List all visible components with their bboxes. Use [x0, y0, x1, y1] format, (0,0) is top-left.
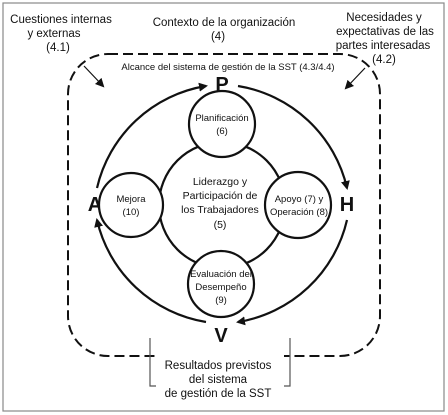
intended-results-label: Resultados previstos del sistema de gest…: [165, 360, 272, 400]
arrow-check-to-act: [94, 218, 207, 324]
svg-text:Contexto de la organización: Contexto de la organización: [153, 17, 296, 29]
interested-parties-label: Necesidades y expectativas de las partes…: [336, 12, 434, 66]
planning-label: Planificación (6): [195, 113, 248, 137]
svg-text:y externas: y externas: [27, 28, 80, 40]
scope-label: Alcance del sistema de gestión de la SST…: [121, 62, 334, 73]
svg-text:Desempeño: Desempeño: [195, 282, 246, 293]
pdca-letter-h: H: [340, 194, 354, 216]
results-label-bg: [156, 354, 284, 400]
arrow-do-to-check: [236, 219, 349, 326]
svg-text:Necesidades y: Necesidades y: [346, 12, 422, 24]
arrow-act-to-plan: [95, 82, 208, 189]
organization-context-label: Contexto de la organización (4): [153, 17, 296, 43]
svg-text:Mejora: Mejora: [116, 194, 146, 205]
support-operation-label: Apoyo (7) y Operación (8): [270, 194, 328, 218]
svg-text:expectativas de las: expectativas de las: [336, 26, 434, 38]
arrow-interested-parties: [344, 67, 366, 90]
svg-text:Liderazgo y: Liderazgo y: [193, 176, 248, 188]
svg-text:(4): (4): [211, 31, 225, 43]
arrow-plan-to-do: [237, 84, 350, 190]
improvement-label: Mejora (10): [116, 194, 146, 218]
svg-text:(4.2): (4.2): [372, 54, 396, 66]
svg-text:(10): (10): [123, 207, 140, 218]
external-issues-label: Cuestiones internas y externas (4.1): [10, 14, 112, 54]
svg-text:Resultados previstos: Resultados previstos: [165, 360, 272, 372]
evaluation-circle: [186, 249, 256, 319]
improvement-circle: [97, 171, 165, 239]
svg-text:Evaluación del: Evaluación del: [190, 269, 252, 280]
evaluation-label: Evaluación del Desempeño (9): [190, 269, 252, 306]
svg-text:Cuestiones internas: Cuestiones internas: [10, 14, 112, 26]
svg-text:Apoyo (7) y: Apoyo (7) y: [275, 194, 324, 205]
svg-text:(6): (6): [216, 126, 228, 137]
svg-text:los Trabajadores: los Trabajadores: [181, 204, 259, 216]
svg-text:Planificación: Planificación: [195, 113, 248, 124]
svg-text:del sistema: del sistema: [189, 374, 248, 386]
svg-text:Participación de: Participación de: [183, 190, 258, 202]
svg-text:de gestión de la SST: de gestión de la SST: [165, 388, 272, 400]
svg-text:(9): (9): [215, 295, 227, 306]
svg-text:(4.1): (4.1): [46, 42, 70, 54]
support-operation-circle: [263, 170, 333, 240]
planning-circle: [187, 89, 257, 159]
svg-text:partes interesadas: partes interesadas: [336, 40, 431, 52]
pdca-letter-v: V: [214, 325, 228, 347]
leadership-label: Liderazgo y Participación de los Trabaja…: [181, 176, 259, 231]
svg-text:Operación (8): Operación (8): [270, 207, 328, 218]
arrow-external-issues: [83, 65, 105, 88]
svg-text:(5): (5): [214, 219, 227, 231]
